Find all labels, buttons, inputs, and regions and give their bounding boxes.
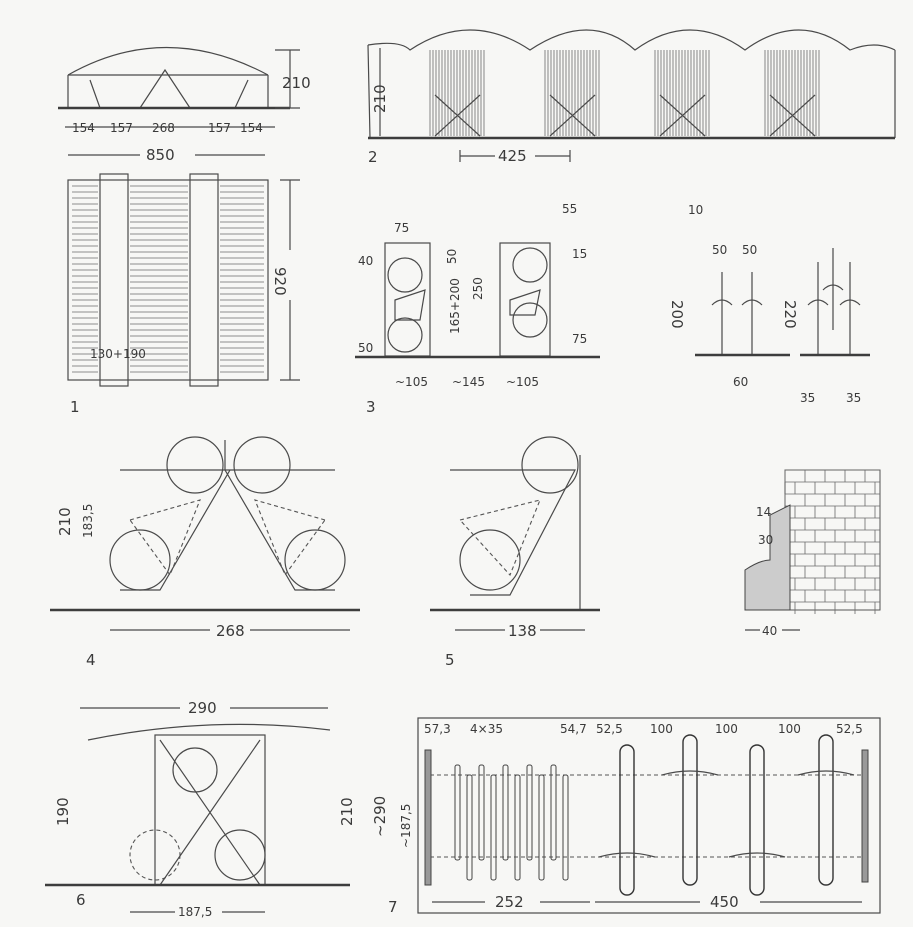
- figure-5-wall-rack: 138 5: [430, 436, 600, 669]
- dim: 100: [715, 722, 738, 736]
- figure-4-double-rack: 210 183,5 268 4: [50, 436, 360, 669]
- parked-bicycle-top-view: [562, 774, 569, 881]
- dim-depth: 920: [271, 267, 289, 296]
- dim-bay: 157: [110, 121, 133, 135]
- dim: 55: [562, 202, 577, 216]
- parked-bicycle-top-view: [526, 764, 533, 861]
- dim: 52,5: [836, 722, 863, 736]
- dim: 210: [56, 507, 74, 536]
- bicycle-top-view: [749, 744, 765, 896]
- dim: ~105: [506, 375, 539, 389]
- dim: 57,3: [424, 722, 451, 736]
- dim-height: 210: [371, 84, 389, 113]
- figure-number: 3: [366, 398, 376, 416]
- dim: 165+200: [448, 278, 462, 334]
- dim: 290: [188, 699, 217, 717]
- dim-width: 850: [146, 146, 175, 164]
- dim: 50: [712, 243, 727, 257]
- dim: 40: [762, 624, 777, 638]
- dim: 14: [756, 505, 771, 519]
- dim: ~290: [371, 796, 389, 837]
- figure-number: 2: [368, 148, 378, 166]
- dim: 35: [846, 391, 861, 405]
- parked-bicycle-top-view: [538, 774, 545, 881]
- parked-bicycle-top-view: [502, 764, 509, 861]
- dim: 190: [54, 797, 72, 826]
- dim: 30: [758, 533, 773, 547]
- dim-bay: 154: [240, 121, 263, 135]
- parked-bicycle-top-view: [490, 774, 497, 881]
- dim-bay: 268: [152, 121, 175, 135]
- dim: 138: [508, 622, 537, 640]
- dim: 50: [742, 243, 757, 257]
- figure-number: 6: [76, 891, 86, 909]
- dim: 54,7: [560, 722, 587, 736]
- handlebar: [797, 770, 855, 776]
- figure-number: 7: [388, 898, 398, 916]
- cross-brace: [769, 94, 816, 137]
- dim: 200: [668, 300, 686, 329]
- figure-1-shelter-plan: 920 130+190 1: [67, 173, 300, 416]
- cross-brace: [549, 94, 596, 137]
- dim: 40: [358, 254, 373, 268]
- dim: 450: [710, 893, 739, 911]
- dim: 268: [216, 622, 245, 640]
- dim-spacing: 425: [498, 147, 527, 165]
- parked-bicycle-top-view: [466, 774, 473, 881]
- dim: 15: [572, 247, 587, 261]
- dim: 60: [733, 375, 748, 389]
- figure-number: 4: [86, 651, 96, 669]
- dim-gap: 130+190: [90, 347, 146, 361]
- dim: 252: [495, 893, 524, 911]
- dim: 10: [688, 203, 703, 217]
- bicycle-top-view: [818, 734, 834, 886]
- figure-number: 5: [445, 651, 455, 669]
- dim: 250: [471, 277, 485, 300]
- dim: 100: [650, 722, 673, 736]
- dim: 52,5: [596, 722, 623, 736]
- bicycle-top-view: [682, 734, 698, 886]
- dim: 100: [778, 722, 801, 736]
- handlebar: [598, 852, 656, 858]
- dim: ~187,5: [399, 804, 413, 848]
- dim-bay: 157: [208, 121, 231, 135]
- dim: 4×35: [470, 722, 503, 736]
- cross-brace: [659, 94, 706, 137]
- handlebar: [661, 770, 719, 776]
- dim: 75: [572, 332, 587, 346]
- dim: 75: [394, 221, 409, 235]
- dim: 187,5: [178, 905, 212, 919]
- dim: 210: [338, 797, 356, 826]
- dim: 220: [781, 300, 799, 329]
- handlebar: [728, 852, 786, 858]
- dim: 35: [800, 391, 815, 405]
- dim: ~145: [452, 375, 485, 389]
- cross-brace: [434, 94, 481, 137]
- figure-7-plan-layout: 57,3 4×35 54,7 52,5 100 100 100 52,5 ~29…: [371, 717, 881, 916]
- dim-height: 210: [282, 74, 311, 92]
- dim: 183,5: [81, 504, 95, 538]
- figure-2-arched-shelter: 210 425 2: [367, 29, 896, 166]
- dim: 50: [358, 341, 373, 355]
- bicycle-top-view: [619, 744, 635, 896]
- figure-number: 1: [70, 398, 80, 416]
- parked-bicycle-top-view: [478, 764, 485, 861]
- parked-bicycle-top-view: [514, 774, 521, 881]
- figure-3-vertical-rack: 75 40 50 50 165+200 250 55 15 75 ~105 ~1…: [355, 202, 600, 416]
- dim-bay: 154: [72, 121, 95, 135]
- figure-1-shelter-elevation: 210 154 157 268 157 154 850: [58, 47, 311, 164]
- figure-handlebar-front-view: 10 50 50 200 220 60 35 35: [668, 203, 870, 405]
- figure-wall-detail: 14 30 40: [744, 469, 881, 638]
- dim: 50: [445, 249, 459, 264]
- dim: ~105: [395, 375, 428, 389]
- figure-6-covered-rack: 290 190 210 187,5 6: [45, 699, 356, 919]
- parked-bicycle-top-view: [454, 764, 461, 861]
- parked-bicycle-top-view: [550, 764, 557, 861]
